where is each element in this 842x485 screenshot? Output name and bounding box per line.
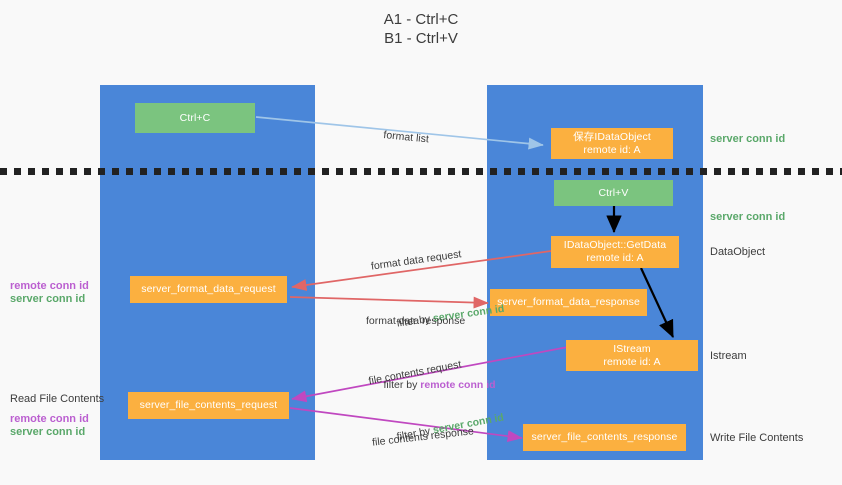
node-ctrl-v[interactable]: Ctrl+V: [554, 180, 673, 206]
node-istream[interactable]: IStream remote id: A: [566, 340, 698, 371]
node-server-file-contents-response[interactable]: server_file_contents_response: [523, 424, 686, 451]
edge-label-file-contents-request-line1: file contents request: [367, 358, 463, 388]
label-istream: Istream: [710, 350, 747, 362]
edge-label-file-contents-response: file contents response filter by remote …: [368, 391, 514, 485]
filter-conn-id-remote: remote conn id: [420, 379, 496, 391]
filter-by-text: filter by: [383, 379, 421, 391]
edge-label-format-data-request-line1: format data request: [370, 248, 463, 273]
label-remote-conn-id-2: remote conn id: [10, 413, 89, 425]
node-idataobject-getdata[interactable]: IDataObject::GetData remote id: A: [551, 236, 679, 268]
edge-label-file-contents-response-line1: file contents response: [371, 425, 475, 449]
label-server-conn-id-2: server conn id: [10, 426, 86, 438]
node-save-idataobject[interactable]: 保存IDataObject remote id: A: [551, 128, 673, 159]
label-write-file-contents: Write File Contents: [710, 432, 804, 444]
edge-label-format-data-response-line1: format data response: [366, 315, 466, 327]
edge-label-format-data-response-line2: filter by remote conn id: [366, 359, 496, 408]
label-read-file-contents: Read File Contents: [10, 393, 105, 405]
node-ctrl-c[interactable]: Ctrl+C: [135, 103, 255, 133]
page-title: A1 - Ctrl+C B1 - Ctrl+V: [383, 11, 459, 47]
label-server-conn-id-top: server conn id: [710, 133, 786, 145]
node-server-format-data-request[interactable]: server_format_data_request: [130, 276, 287, 303]
node-server-file-contents-request[interactable]: server_file_contents_request: [128, 392, 289, 419]
label-dataobject: DataObject: [710, 246, 766, 258]
divider-dashed-line: [0, 168, 842, 175]
label-server-conn-id-mid: server conn id: [710, 211, 786, 223]
edge-label-file-contents-response-line2: filter by remote conn id: [376, 466, 510, 485]
label-remote-conn-id-1: remote conn id: [10, 280, 89, 292]
edge-label-format-list: format list: [370, 112, 431, 162]
edge-label-format-data-response: format data response filter by remote co…: [366, 284, 496, 438]
label-server-conn-id-1: server conn id: [10, 293, 86, 305]
edge-label-format-list-line1: format list: [382, 129, 430, 146]
node-server-format-data-response[interactable]: server_format_data_response: [490, 289, 647, 316]
